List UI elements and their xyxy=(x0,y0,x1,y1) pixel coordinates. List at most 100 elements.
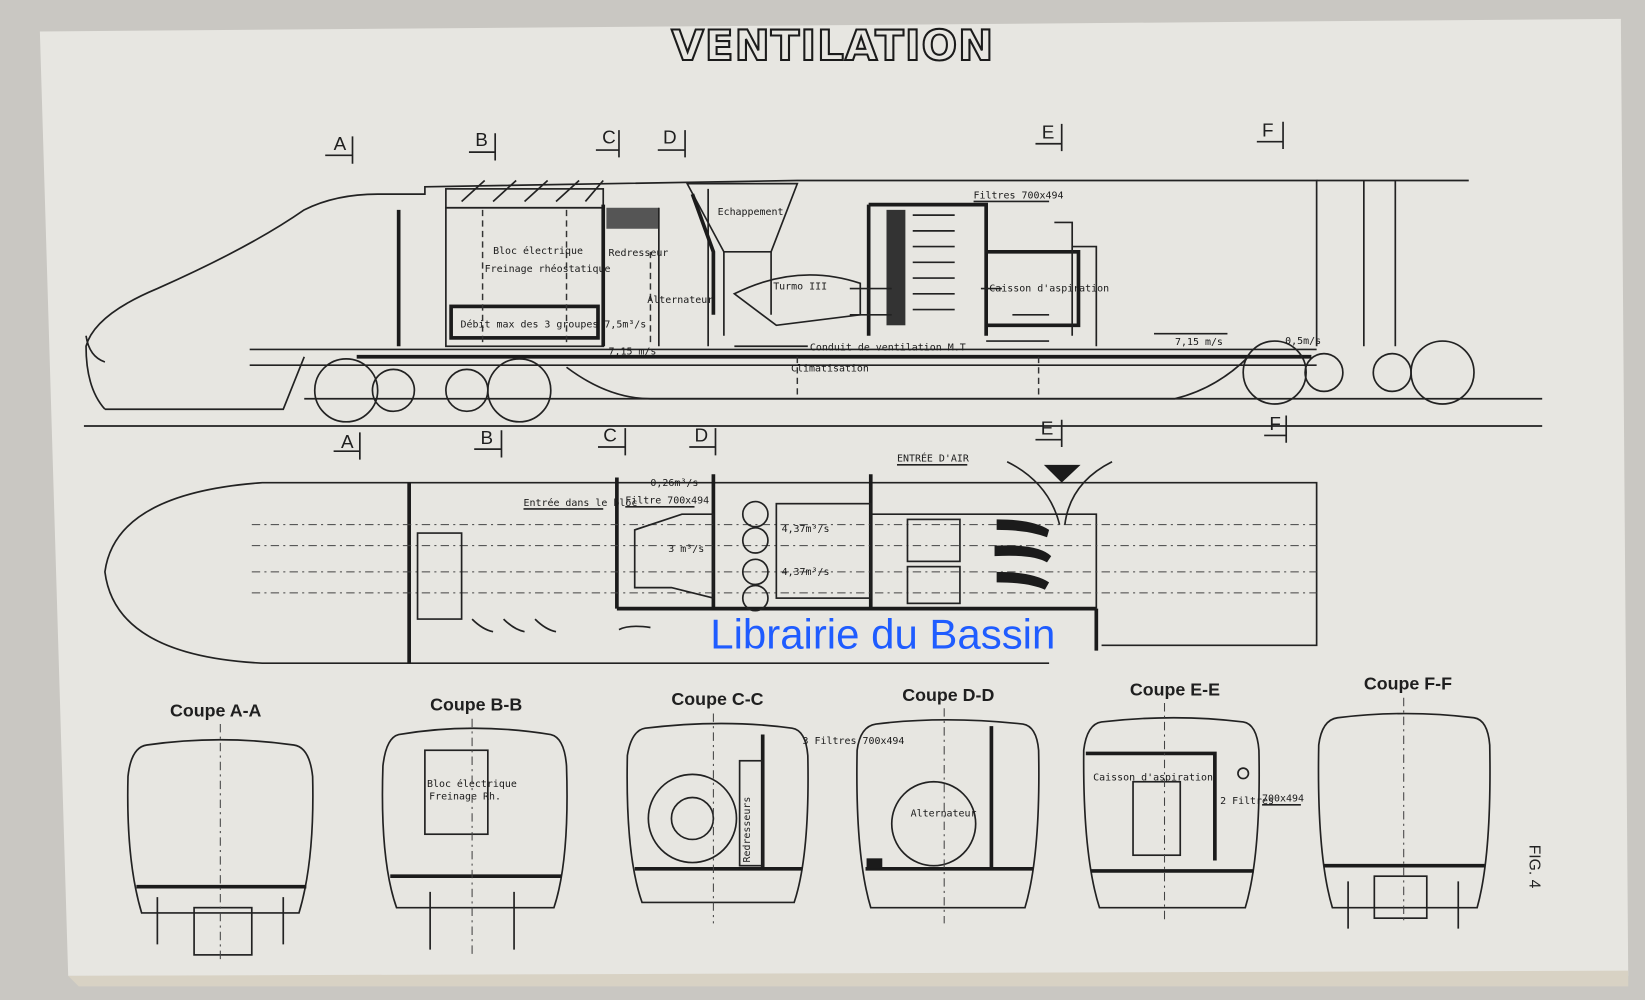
drawing-line xyxy=(481,209,1040,399)
drawing-line xyxy=(1006,460,1113,525)
label-side-view-caisson: Caisson d'aspiration xyxy=(989,284,1109,295)
drawing-line xyxy=(1054,221,1098,347)
label-plan-view-filtre: Filtre 700x494 xyxy=(625,496,709,507)
drawing-line xyxy=(85,335,106,363)
drawing-line xyxy=(597,428,627,456)
drawing-line xyxy=(471,618,651,633)
label-plan-view-entree-air: ENTRÉE D'AIR xyxy=(897,452,969,465)
label-cross-sections-1-labels-1: Freinage Rh. xyxy=(429,792,501,803)
label-side-view-conduit: Conduit de ventilation M.T xyxy=(810,342,966,353)
label-side-view-speed-left: 7,15 m/s xyxy=(608,347,656,358)
label-section-markers-5: F xyxy=(1269,414,1281,435)
label-section-markers-4: E xyxy=(1042,123,1055,144)
drawing-line xyxy=(741,584,769,612)
label-section-markers-2: C xyxy=(603,426,617,447)
drawing-line xyxy=(670,796,715,841)
section-markers-top: A B C D E F xyxy=(325,120,1284,164)
label-side-view-climatisation: Climatisation xyxy=(791,363,869,374)
drawing-line xyxy=(647,773,738,864)
label-side-view-debit: Débit max des 3 groupes 7,5m³/s xyxy=(461,318,647,330)
cross-section-e: Coupe E-E Caisson d'aspiration 2 Filtres… xyxy=(1082,680,1304,924)
drawing-line xyxy=(633,513,715,600)
drawing-line xyxy=(424,749,489,836)
label-side-view-speed-right: 7,15 m/s xyxy=(1175,337,1223,348)
drawing-line xyxy=(104,356,306,411)
label-side-view-echappement: Echappement xyxy=(718,207,784,218)
label-section-markers-4: E xyxy=(1041,418,1054,439)
label-cross-sections-2-title: Coupe C-C xyxy=(671,689,763,709)
drawing-line xyxy=(626,722,809,904)
drawing-line xyxy=(912,214,955,311)
label-cross-sections-1-title: Coupe B-B xyxy=(430,694,522,714)
drawing-line xyxy=(126,738,314,914)
label-side-view-bloc-electrique: Bloc électrique xyxy=(493,245,583,257)
label-side-view-alternateur: Alternateur xyxy=(647,295,713,306)
drawing-line xyxy=(486,358,552,423)
drawing-line xyxy=(1237,767,1250,780)
paper-page xyxy=(39,18,1629,976)
drawing-line xyxy=(1035,419,1063,448)
drawing-line xyxy=(416,532,463,620)
label-plan-view-flow-437-top: 4,37m³/s xyxy=(782,524,830,535)
drawing-line xyxy=(104,481,1318,665)
drawing-line xyxy=(870,513,1098,609)
cross-section-c: Coupe C-C 3 Filtres 700x494 Redresseurs xyxy=(626,689,905,924)
drawing-line xyxy=(994,519,1052,590)
label-cross-sections-1-labels-0: Bloc électrique xyxy=(427,778,517,790)
paper-edge xyxy=(68,970,1629,987)
bogie-wheels xyxy=(313,340,1475,423)
drawing-line xyxy=(741,526,769,554)
drawing-line xyxy=(1082,716,1260,909)
drawing-line xyxy=(1256,121,1284,150)
drawing-line xyxy=(156,897,285,945)
drawing-line xyxy=(865,726,1034,871)
label-section-markers-1: B xyxy=(475,130,488,151)
label-plan-view-flow-437-bottom: 4,37m³/s xyxy=(782,567,830,578)
drawing-line xyxy=(890,780,977,867)
drawing-line xyxy=(606,207,659,229)
drawing-line xyxy=(381,727,568,909)
drawing-line xyxy=(1316,179,1469,347)
label-side-view-filtres: Filtres 700x494 xyxy=(974,190,1064,201)
label-cross-sections-2-labels-0: 3 Filtres 700x494 xyxy=(803,736,905,747)
drawing-line xyxy=(449,304,600,340)
drawing-line xyxy=(734,287,1228,348)
drawing-line xyxy=(775,502,872,599)
drawing-line xyxy=(1317,712,1491,909)
drawing-line xyxy=(474,430,503,458)
drawing-line xyxy=(371,368,416,413)
label-side-view-freinage: Freinage rhéostatique xyxy=(485,263,611,275)
drawing-line xyxy=(1347,881,1460,929)
drawing-line xyxy=(866,202,988,336)
drawing-line xyxy=(1035,123,1063,152)
drawing-line xyxy=(193,906,253,956)
drawing-line xyxy=(1043,464,1081,483)
label-cross-sections-4-labels-2: 700x494 xyxy=(1262,794,1304,805)
label-cross-sections-3-labels-0: Alternateur xyxy=(911,808,977,819)
drawing-line xyxy=(595,130,620,158)
drawing-line xyxy=(886,209,906,326)
cross-section-a: Coupe A-A xyxy=(126,701,314,961)
drawing-line xyxy=(690,193,716,315)
drawing-line xyxy=(906,565,961,605)
drawing-line xyxy=(1410,340,1475,405)
label-cross-sections-3-title: Coupe D-D xyxy=(902,685,994,705)
drawing-line xyxy=(251,524,1317,594)
drawing-line xyxy=(741,558,769,586)
drawing-line xyxy=(1304,352,1344,393)
drawing-line xyxy=(906,518,961,563)
label-cross-sections-2-labels-1: Redresseurs xyxy=(742,797,753,863)
figure-label: FIG. 4 xyxy=(1526,845,1543,889)
cross-section-d: Coupe D-D Alternateur xyxy=(856,685,1040,924)
drawing-line xyxy=(658,188,709,347)
label-plan-view-flow-3: 3 m³/s xyxy=(668,544,704,555)
drawing-line xyxy=(657,130,686,158)
drawing-line xyxy=(738,759,764,867)
section-markers-middle: A B C D E F xyxy=(333,414,1288,460)
drawing-line xyxy=(741,500,769,528)
label-section-markers-2: C xyxy=(602,128,616,149)
drawing-line xyxy=(468,133,497,161)
label-plan-view-entree-bloc: Entrée dans le bloc xyxy=(524,497,638,509)
drawing-line xyxy=(566,356,1250,400)
